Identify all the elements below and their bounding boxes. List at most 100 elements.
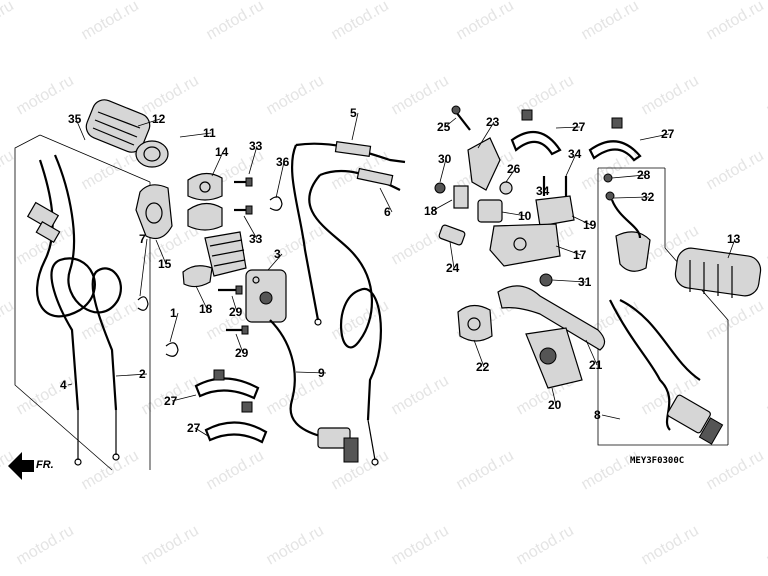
callout-10: 10	[501, 209, 532, 223]
screw-32-part	[605, 191, 615, 201]
switch-3-part	[245, 269, 287, 323]
watermark-text: motod.ru	[579, 0, 642, 43]
watermark-text: motod.ru	[639, 72, 702, 118]
lever-bracket-23-part	[467, 137, 501, 191]
watermark-text: motod.ru	[0, 297, 17, 343]
watermark-text: motod.ru	[389, 372, 452, 418]
callout-leader-line	[431, 199, 453, 212]
callout-25: 25	[437, 117, 457, 134]
callout-leader-line	[179, 132, 212, 138]
callout-27: 27	[187, 421, 209, 437]
clamp-19-part	[535, 195, 575, 227]
diagram-code: MEY3F0300C	[630, 456, 684, 466]
watermark-text: motod.ru	[454, 0, 517, 43]
callout-29: 29	[235, 333, 249, 360]
watermark-text: motod.ru	[79, 447, 142, 493]
strap-27b-part	[204, 401, 268, 444]
callout-leader-line	[639, 133, 670, 141]
callout-number: 3	[274, 247, 281, 261]
watermark-text: motod.ru	[704, 297, 767, 343]
watermark-text: motod.ru	[704, 147, 767, 193]
strap-27a-part	[194, 369, 260, 400]
callout-number: 32	[641, 190, 655, 204]
callout-number: 23	[486, 115, 500, 129]
watermark-text: motod.ru	[579, 447, 642, 493]
callout-leader-line	[169, 312, 179, 343]
master-cylinder-20-part	[525, 327, 583, 389]
callout-24: 24	[446, 241, 460, 275]
throttle-grip-part	[85, 99, 169, 168]
callout-14: 14	[211, 145, 229, 177]
callout-number: 36	[276, 155, 290, 169]
callout-leader-line	[235, 333, 244, 354]
watermark-text: motod.ru	[264, 222, 327, 268]
callout-leader-line	[275, 161, 285, 199]
callout-9: 9	[295, 366, 327, 380]
harness-8-part	[609, 199, 724, 445]
throttle-cable-2-part	[53, 154, 122, 461]
watermark-text: motod.ru	[79, 0, 142, 43]
callout-leader-line	[267, 253, 283, 271]
callout-number: 33	[249, 139, 263, 153]
watermark-text: motod.ru	[764, 372, 768, 418]
clutch-cable-6-part	[308, 167, 401, 466]
callout-leader-line	[243, 215, 258, 240]
callout-leader-line	[613, 196, 650, 199]
callout-number: 29	[235, 346, 249, 360]
callout-leader-line	[155, 239, 167, 265]
watermark-text: motod.ru	[139, 522, 202, 568]
switch-22-part	[457, 304, 493, 342]
nut-31-part	[539, 273, 553, 287]
watermark-text: motod.ru	[764, 522, 768, 568]
callout-23: 23	[477, 115, 500, 149]
callout-leader-line	[611, 174, 646, 179]
nut-30-part	[434, 182, 446, 194]
pivot-bolt-25-part	[451, 105, 471, 131]
callout-leader-line	[477, 121, 495, 149]
watermark-text: motod.ru	[639, 522, 702, 568]
callout-leader-line	[473, 339, 485, 368]
clutch-holder-17-part	[489, 223, 561, 267]
callout-number: 27	[164, 394, 178, 408]
callout-11: 11	[179, 126, 216, 140]
callout-number: 25	[437, 120, 451, 134]
cover-16-part	[204, 231, 247, 277]
watermark-text: motod.ru	[329, 297, 392, 343]
callout-leader-line	[449, 241, 455, 269]
throttle-housing-lower-part	[187, 202, 223, 231]
watermark-text: motod.ru	[264, 72, 327, 118]
callout-number: 13	[727, 232, 741, 246]
throttle-cover-part	[135, 184, 173, 239]
watermark-text: motod.ru	[0, 147, 17, 193]
callout-leader-line	[444, 117, 457, 128]
callout-number: 30	[438, 152, 452, 166]
callout-number: 27	[572, 120, 586, 134]
watermark-text: motod.ru	[204, 0, 267, 43]
callout-33: 33	[248, 139, 263, 175]
watermark-text: motod.ru	[764, 72, 768, 118]
callout-number: 5	[350, 106, 357, 120]
callout-number: 6	[384, 205, 391, 219]
callout-number: 20	[548, 398, 562, 412]
callout-27: 27	[639, 127, 675, 141]
watermark-text: motod.ru	[454, 447, 517, 493]
callout-leader-line	[555, 245, 582, 256]
callout-number: 34	[568, 147, 582, 161]
callout-leader-line	[139, 238, 148, 297]
screw-28-part	[603, 173, 613, 183]
callout-number: 2	[139, 367, 146, 381]
callout-leader-line	[194, 427, 209, 437]
switch-24-part	[438, 224, 466, 246]
callout-leader-line	[115, 373, 148, 377]
callout-leader-line	[195, 285, 208, 310]
callout-leader-line	[439, 158, 447, 183]
callout-4: 4	[60, 378, 73, 392]
callout-number: 18	[424, 204, 438, 218]
callout-leader-line	[571, 215, 592, 226]
callout-number: 26	[507, 162, 521, 176]
throttle-housing-upper-part	[187, 172, 223, 201]
callout-leader-line	[601, 414, 621, 420]
callout-27: 27	[164, 394, 197, 408]
callout-36: 36	[275, 155, 290, 199]
